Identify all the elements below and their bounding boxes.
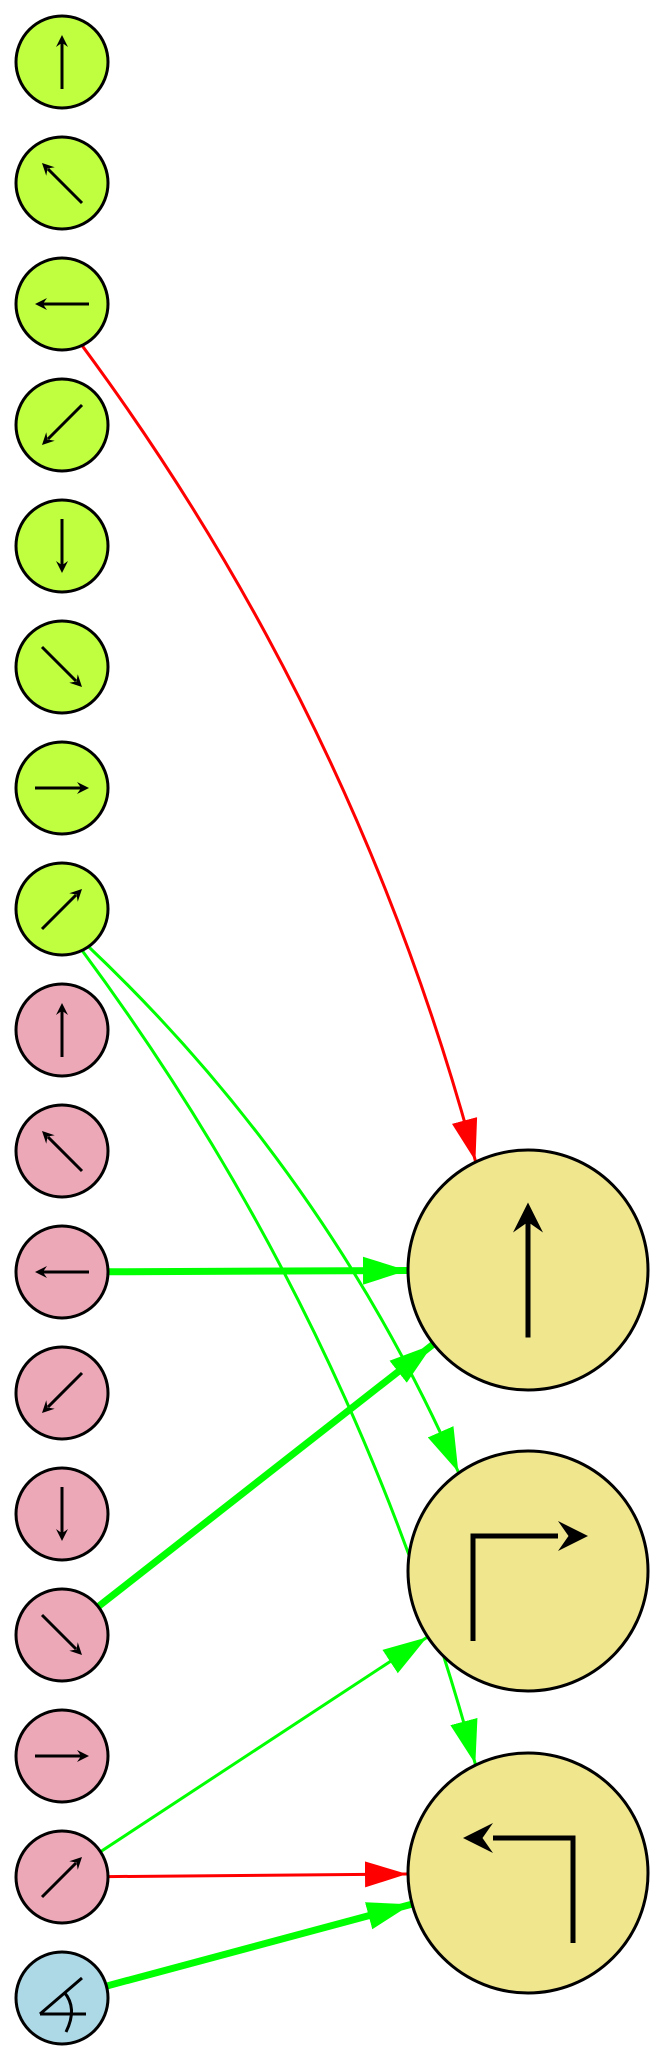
arrow-down-right-icon	[40, 1613, 82, 1655]
edge-p-up-right-to-t-left	[107, 1861, 408, 1888]
node-t-left	[406, 1751, 650, 1995]
node-g-right	[14, 740, 110, 836]
node-g-up	[14, 14, 110, 110]
node-b-angle-circle	[14, 1950, 110, 2046]
angle-icon	[39, 1976, 86, 2033]
arrow-down-left-icon	[42, 1371, 84, 1413]
arrow-down-left-icon	[42, 403, 84, 445]
edge-p-left-to-t-straight	[107, 1256, 408, 1285]
arrow-up-icon	[513, 1202, 543, 1338]
node-p-down-right	[14, 1587, 110, 1683]
node-p-up-left	[14, 1103, 110, 1199]
node-p-up-right	[14, 1829, 110, 1925]
node-g-up-left	[14, 135, 110, 231]
edges-layer	[80, 344, 478, 1990]
arrow-down-right-icon	[40, 645, 82, 687]
node-b-angle	[14, 1950, 110, 2046]
arrow-down-icon	[56, 519, 68, 573]
node-g-left	[14, 256, 110, 352]
edge-p-up-right-to-t-right	[99, 1636, 428, 1854]
edge-p-down-right-to-t-straight	[96, 1341, 435, 1610]
node-g-down	[14, 498, 110, 594]
arrow-down-icon	[56, 1487, 68, 1541]
node-t-right	[406, 1449, 650, 1693]
arrow-up-icon	[56, 35, 68, 89]
arrow-up-icon	[56, 1003, 68, 1057]
node-t-straight	[406, 1148, 650, 1392]
node-g-down-right	[14, 619, 110, 715]
nodes-layer	[14, 14, 650, 2046]
arrow-up-left-icon	[42, 163, 84, 205]
edge-g-up-right-to-t-right	[87, 945, 460, 1473]
node-p-left	[14, 1224, 110, 1320]
node-g-up-right	[14, 861, 110, 957]
node-p-down-left	[14, 1345, 110, 1441]
node-t-left-circle	[406, 1751, 650, 1995]
node-p-up	[14, 982, 110, 1078]
node-g-down-left	[14, 377, 110, 473]
arrow-right-icon	[35, 782, 89, 794]
arrow-left-icon	[35, 298, 89, 310]
arrow-right-icon	[35, 1750, 89, 1762]
node-p-right	[14, 1708, 110, 1804]
node-t-right-circle	[406, 1449, 650, 1693]
arrow-left-icon	[35, 1266, 89, 1278]
edge-b-angle-to-t-left	[105, 1900, 413, 1990]
turn-right-icon	[470, 1521, 588, 1641]
arrow-up-right-icon	[40, 1857, 82, 1899]
arrow-up-right-icon	[40, 889, 82, 931]
turn-left-icon	[463, 1823, 576, 1943]
node-p-down	[14, 1466, 110, 1562]
edge-g-left-to-t-straight	[80, 344, 478, 1162]
arrow-up-left-icon	[42, 1131, 84, 1173]
